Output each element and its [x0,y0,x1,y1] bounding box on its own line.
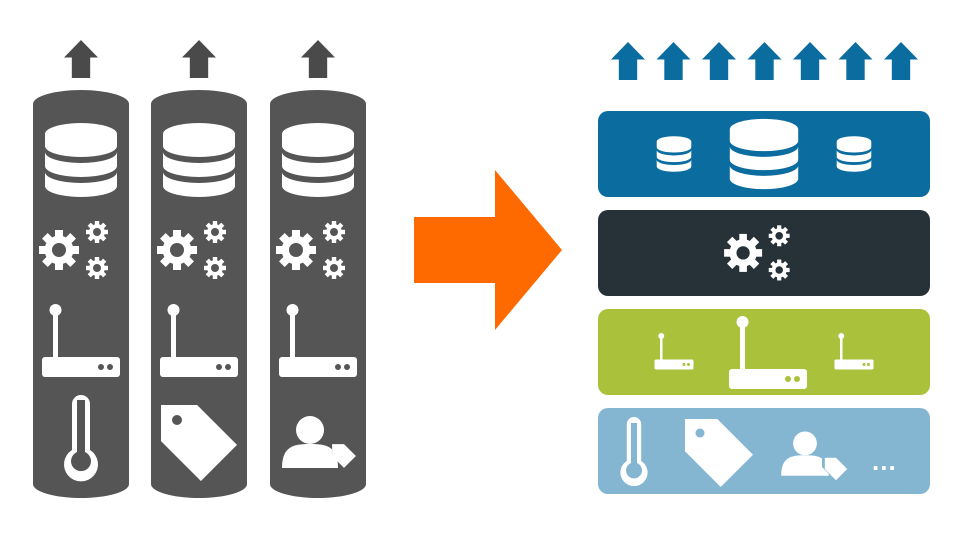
router-icon [160,304,238,377]
user-tag-icon [781,431,848,481]
gears-icon [157,221,226,279]
devices-layer [598,408,930,494]
up-arrow-icon [884,42,918,80]
thermometer-icon [64,395,98,482]
more-devices-label: ... [872,446,897,476]
gears-icon [39,221,108,279]
sensor-column [33,90,129,498]
router-icon [279,304,357,377]
transition-arrow-icon [414,170,562,330]
up-arrow-icon [793,42,827,80]
up-arrow-icon [182,40,216,78]
storage-layer [598,111,930,197]
user-column [270,90,366,498]
layer-band [598,309,930,395]
router-icon [729,316,807,389]
up-arrow-icon [64,40,98,78]
router-icon [834,333,874,370]
gears-icon [724,225,790,281]
user-tag-icon [282,416,358,468]
tag-column [151,90,247,498]
up-arrow-icon [702,42,736,80]
network-layer [598,309,930,395]
up-arrow-icon [838,42,873,80]
processing-layer [598,210,930,296]
tag-icon [685,419,753,487]
layer-band [598,111,930,197]
up-arrow-icon [611,42,645,80]
up-arrow-icon [747,42,782,80]
router-icon [654,333,694,370]
up-arrow-icon [301,40,335,78]
thermometer-icon [620,417,648,487]
router-icon [42,304,120,377]
layer-band [598,408,930,494]
gears-icon [276,221,345,279]
layer-band [598,210,930,296]
up-arrow-icon [656,42,691,80]
tag-icon [161,405,237,481]
